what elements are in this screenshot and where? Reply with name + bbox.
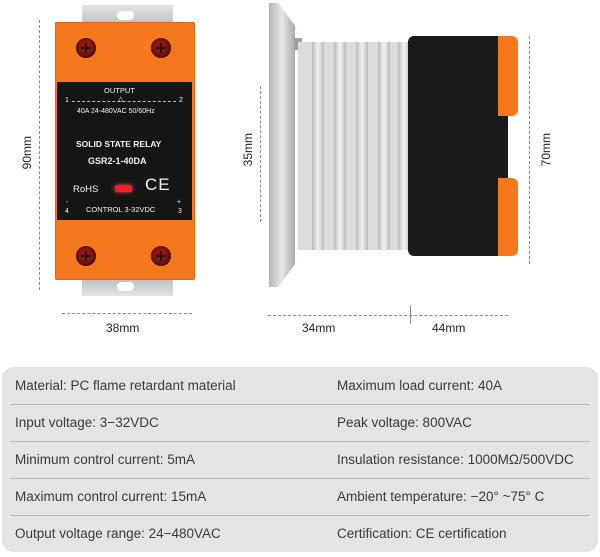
label-panel — [57, 82, 192, 220]
control-text: CONTROL 3-32VDC — [86, 205, 156, 214]
spec-max-control-current: Maximum control current: 15mA — [15, 489, 207, 504]
front-view: OUTPUT △ 1 2 40A 24-480VAC 50/60Hz SOLID… — [0, 0, 250, 340]
side-depth-divider — [410, 306, 411, 324]
heatsink-fin-5 — [398, 42, 410, 250]
heatsink-fin-3 — [356, 42, 368, 250]
spec-ambient-temperature: Ambient temperature: −20° ~75° C — [337, 489, 545, 504]
screw-bottom-left — [76, 246, 96, 266]
screw-bottom-right — [151, 246, 171, 266]
side-depth-left-label: 34mm — [302, 321, 336, 335]
heatsink-fin-4 — [378, 42, 390, 250]
spec-output-voltage-range: Output voltage range: 24−480VAC — [15, 526, 221, 541]
spec-material: Material: PC flame retardant material — [15, 378, 236, 393]
spec-certification: Certification: CE certification — [337, 526, 507, 541]
spec-row: Maximum control current: 15mA Ambient te… — [2, 478, 598, 515]
output-triangle-icon: △ — [118, 96, 124, 103]
side-depth-line — [268, 315, 508, 316]
height-dim-label: 90mm — [20, 136, 34, 170]
side-view: 35mm 70mm 34mm 44mm — [230, 0, 600, 340]
side-height-left-line — [260, 86, 261, 222]
spec-min-control-current: Minimum control current: 5mA — [15, 452, 196, 467]
side-height-left-label: 35mm — [241, 133, 255, 167]
row-divider — [10, 515, 590, 516]
body-accent-top — [498, 36, 518, 116]
ce-mark: CE — [145, 175, 171, 194]
width-dim-label: 38mm — [106, 321, 140, 335]
row-divider — [10, 404, 590, 405]
spec-insulation-resistance: Insulation resistance: 1000MΩ/500VDC — [337, 452, 574, 467]
spec-input-voltage: Input voltage: 3−32VDC — [15, 415, 159, 430]
relay-body-side — [408, 36, 508, 256]
spec-row: Input voltage: 3−32VDC Peak voltage: 800… — [2, 404, 598, 441]
heatsink-fin-1 — [312, 42, 324, 250]
spec-table: Material: PC flame retardant material Ma… — [2, 367, 598, 552]
screw-top-right — [151, 38, 171, 58]
terminal-1-label: 1 — [65, 97, 69, 104]
height-dim-line — [39, 20, 40, 290]
rohs-text: RoHS — [73, 184, 99, 195]
output-line — [72, 101, 176, 102]
side-height-right-label: 70mm — [539, 133, 553, 167]
status-indicator — [115, 185, 132, 192]
din-rail-clip — [269, 3, 295, 287]
terminal-4-label: 4 — [65, 208, 69, 215]
width-dim-line — [62, 313, 192, 314]
model-text: GSR2-1-40DA — [88, 156, 147, 166]
terminal-minus-label: - — [66, 199, 69, 206]
side-height-right-line — [529, 36, 530, 264]
body-accent-bottom — [498, 178, 518, 256]
terminal-3-label: 3 — [178, 208, 182, 215]
spec-row: Material: PC flame retardant material Ma… — [2, 367, 598, 404]
screw-top-left — [76, 38, 96, 58]
spec-max-load-current: Maximum load current: 40A — [337, 378, 503, 393]
bracket-slot-bottom — [117, 282, 134, 291]
output-label: OUTPUT — [104, 86, 135, 95]
terminal-plus-label: + — [177, 199, 182, 206]
relay-type-text: SOLID STATE RELAY — [76, 139, 162, 149]
spec-row: Output voltage range: 24−480VAC Certific… — [2, 515, 598, 552]
side-depth-right-label: 44mm — [432, 321, 466, 335]
bracket-slot-top — [117, 11, 134, 20]
heatsink-fin-2 — [334, 42, 346, 250]
row-divider — [10, 441, 590, 442]
rating-text: 40A 24-480VAC 50/60Hz — [77, 108, 155, 115]
spec-peak-voltage: Peak voltage: 800VAC — [337, 415, 472, 430]
spec-row: Minimum control current: 5mA Insulation … — [2, 441, 598, 478]
row-divider — [10, 478, 590, 479]
terminal-2-label: 2 — [179, 97, 183, 104]
